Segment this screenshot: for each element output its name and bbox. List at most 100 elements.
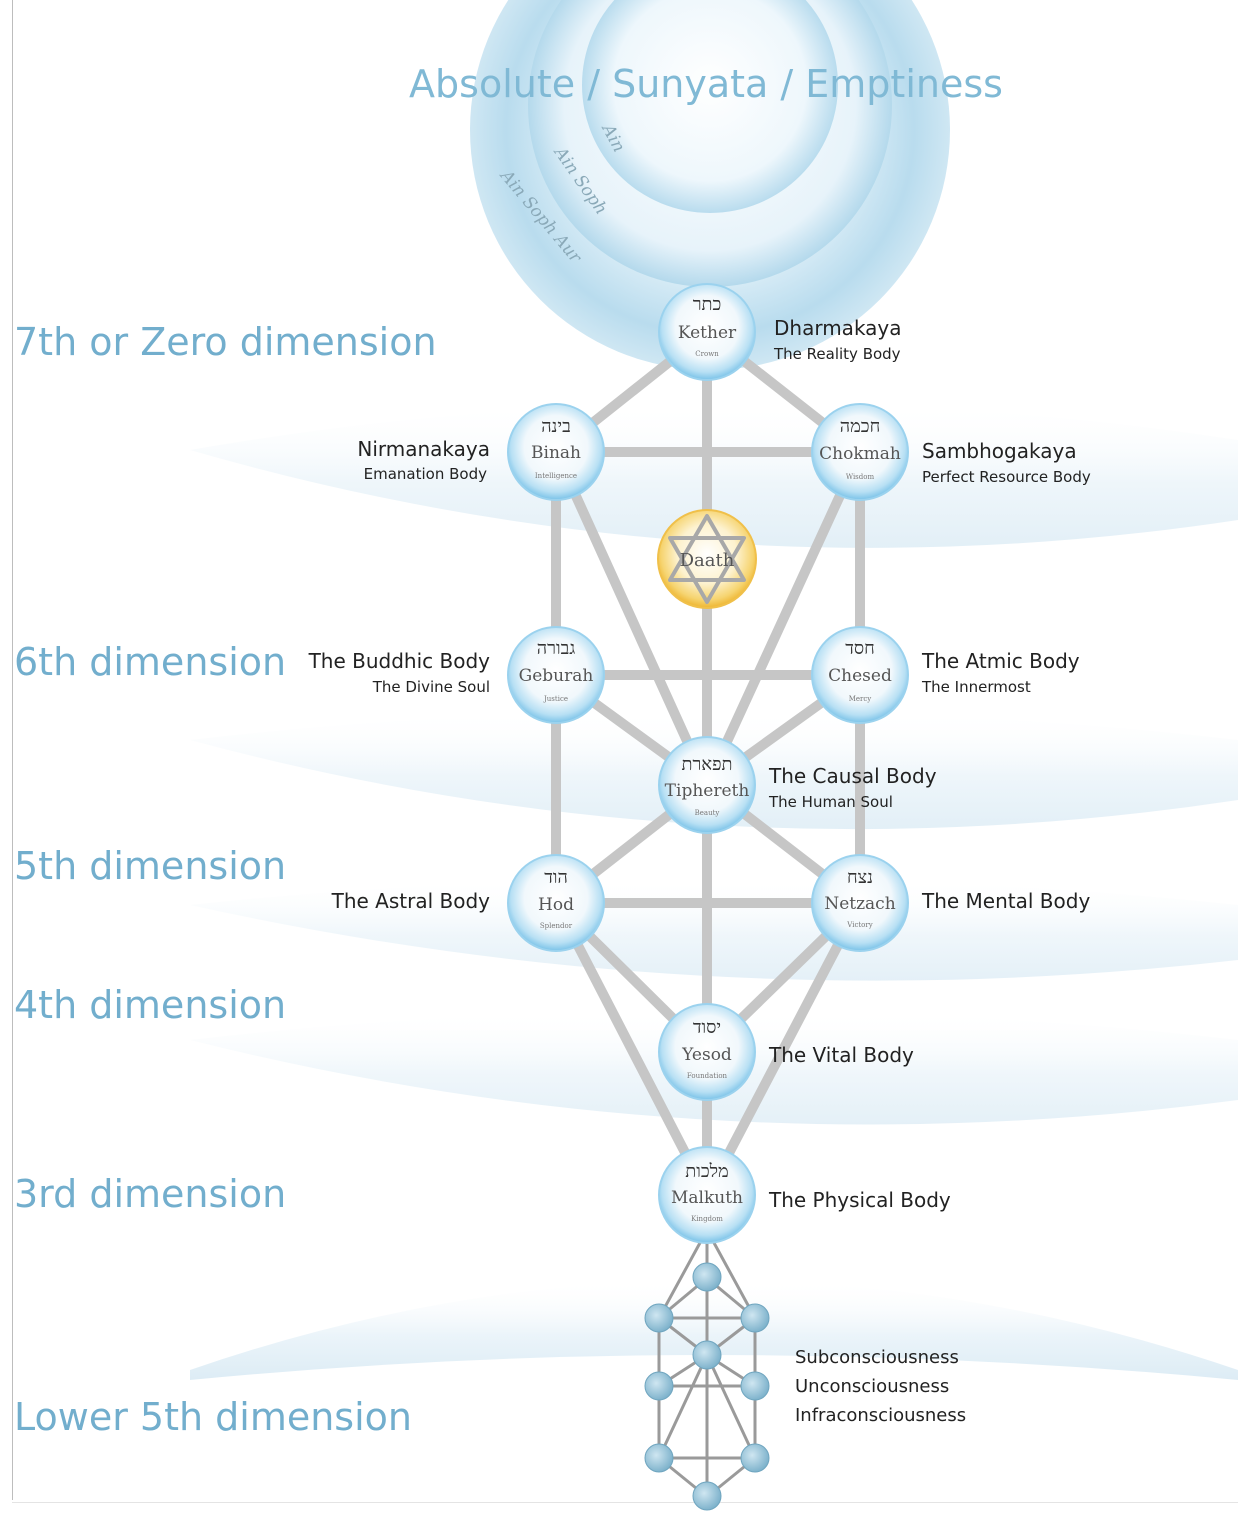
sefira-netzach: נצח Netzach Victory <box>811 854 909 952</box>
ain-circles <box>470 0 950 370</box>
hebrew-label: נצח <box>847 867 873 888</box>
body-title: The Physical Body <box>768 1188 951 1212</box>
body-title: Dharmakaya <box>774 316 902 340</box>
hebrew-label: הוד <box>544 867 568 888</box>
sefira-translation: Splendor <box>540 922 573 930</box>
body-title: Nirmanakaya <box>357 437 490 461</box>
path-netzach-malkuth <box>702 898 865 1200</box>
body-subtitle: The Innermost <box>921 678 1031 696</box>
sefira-binah: בינה Binah Intelligence <box>507 403 605 501</box>
sefira-name: Netzach <box>824 894 895 914</box>
lower-state-label: Subconsciousness <box>795 1347 959 1368</box>
sefira-name: Daath <box>680 550 735 571</box>
sphere <box>811 626 909 724</box>
sefira-daath: Daath <box>657 509 757 609</box>
body-subtitle: Perfect Resource Body <box>922 468 1091 486</box>
body-title: The Vital Body <box>768 1043 914 1067</box>
sefira-yesod: יסוד Yesod Foundation <box>658 1003 756 1101</box>
sefira-name: Binah <box>531 443 581 463</box>
lower-node <box>692 1481 722 1511</box>
sphere <box>507 403 605 501</box>
lower-node <box>692 1340 722 1370</box>
sphere <box>658 1003 756 1101</box>
sefira-name: Hod <box>538 895 574 915</box>
lower-states: Subconsciousness Unconsciousness Infraco… <box>795 1347 966 1426</box>
body-title: The Atmic Body <box>921 649 1080 673</box>
sefira-translation: Mercy <box>849 695 872 703</box>
dimension-label: 5th dimension <box>14 844 286 888</box>
hebrew-label: חסד <box>845 638 875 659</box>
sefira-hod: הוד Hod Splendor <box>507 854 605 952</box>
sphere <box>811 854 909 952</box>
hebrew-label: מלכות <box>685 1161 728 1182</box>
body-subtitle: The Reality Body <box>773 345 901 363</box>
dimension-labels: 7th or Zero dimension 6th dimension 5th … <box>14 320 437 1439</box>
sefira-translation: Justice <box>543 695 568 703</box>
band-5th <box>190 877 1238 981</box>
sefira-name: Geburah <box>519 666 594 686</box>
body-labels: Dharmakaya The Reality Body Nirmanakaya … <box>308 316 1091 1212</box>
body-title: The Astral Body <box>331 889 491 913</box>
lower-node <box>692 1262 722 1292</box>
hebrew-label: יסוד <box>693 1017 721 1038</box>
band-lower <box>190 1280 1238 1380</box>
sphere <box>658 283 756 381</box>
lower-tree <box>644 1229 770 1511</box>
lower-node <box>740 1371 770 1401</box>
body-subtitle: The Human Soul <box>768 793 893 811</box>
body-title: Sambhogakaya <box>922 439 1077 463</box>
body-subtitle: The Divine Soul <box>372 678 490 696</box>
dimension-label: 6th dimension <box>14 640 286 684</box>
sefira-name: Kether <box>678 323 737 343</box>
sefira-malkuth: מלכות Malkuth Kingdom <box>658 1146 756 1244</box>
body-title: The Mental Body <box>921 889 1090 913</box>
sefira-name: Chesed <box>828 666 892 686</box>
hebrew-label: בינה <box>541 416 571 437</box>
sefira-name: Chokmah <box>819 444 901 464</box>
lower-state-label: Infraconsciousness <box>795 1405 966 1426</box>
hebrew-label: כתר <box>693 294 722 315</box>
band-7th <box>190 402 1238 548</box>
sefira-translation: Intelligence <box>535 472 577 480</box>
lower-state-label: Unconsciousness <box>795 1376 949 1397</box>
dimension-label: Lower 5th dimension <box>14 1395 412 1439</box>
dimension-label: 7th or Zero dimension <box>14 320 437 364</box>
hebrew-label: תפארת <box>681 754 732 775</box>
sefira-translation: Foundation <box>687 1072 728 1080</box>
lower-node <box>644 1443 674 1473</box>
path-chokmah-tiphereth <box>702 447 865 790</box>
star-of-david-icon <box>668 514 746 604</box>
sphere <box>507 626 605 724</box>
lower-node <box>740 1303 770 1333</box>
daath-sphere <box>657 509 757 609</box>
sefira-translation: Beauty <box>695 809 720 817</box>
path-binah-tiphereth <box>551 447 712 790</box>
dimension-label: 3rd dimension <box>14 1172 286 1216</box>
sefira-name: Yesod <box>681 1045 732 1065</box>
lower-node <box>644 1371 674 1401</box>
sefira-chokmah: חכמה Chokmah Wisdom <box>811 403 909 501</box>
sefira-translation: Wisdom <box>846 473 875 481</box>
lower-node <box>644 1303 674 1333</box>
sphere <box>658 736 756 834</box>
sefira-translation: Kingdom <box>691 1215 723 1223</box>
lower-node <box>740 1443 770 1473</box>
body-title: The Causal Body <box>768 764 937 788</box>
hebrew-label: גבורה <box>537 638 575 659</box>
ain-circle <box>582 0 838 213</box>
sefira-kether: כתר Kether Crown <box>658 283 756 381</box>
path-hod-malkuth <box>551 898 712 1200</box>
sphere <box>507 854 605 952</box>
sefira-translation: Victory <box>846 921 872 929</box>
dimension-label: 4th dimension <box>14 983 286 1027</box>
sefira-geburah: גבורה Geburah Justice <box>507 626 605 724</box>
sefira-chesed: חסד Chesed Mercy <box>811 626 909 724</box>
sefira-name: Tiphereth <box>665 781 750 801</box>
sefira-name: Malkuth <box>671 1188 743 1208</box>
hebrew-label: חכמה <box>840 416 880 437</box>
title: Absolute / Sunyata / Emptiness <box>409 62 1003 106</box>
sphere <box>811 403 909 501</box>
sefira-tiphereth: תפארת Tiphereth Beauty <box>658 736 756 834</box>
sphere <box>658 1146 756 1244</box>
